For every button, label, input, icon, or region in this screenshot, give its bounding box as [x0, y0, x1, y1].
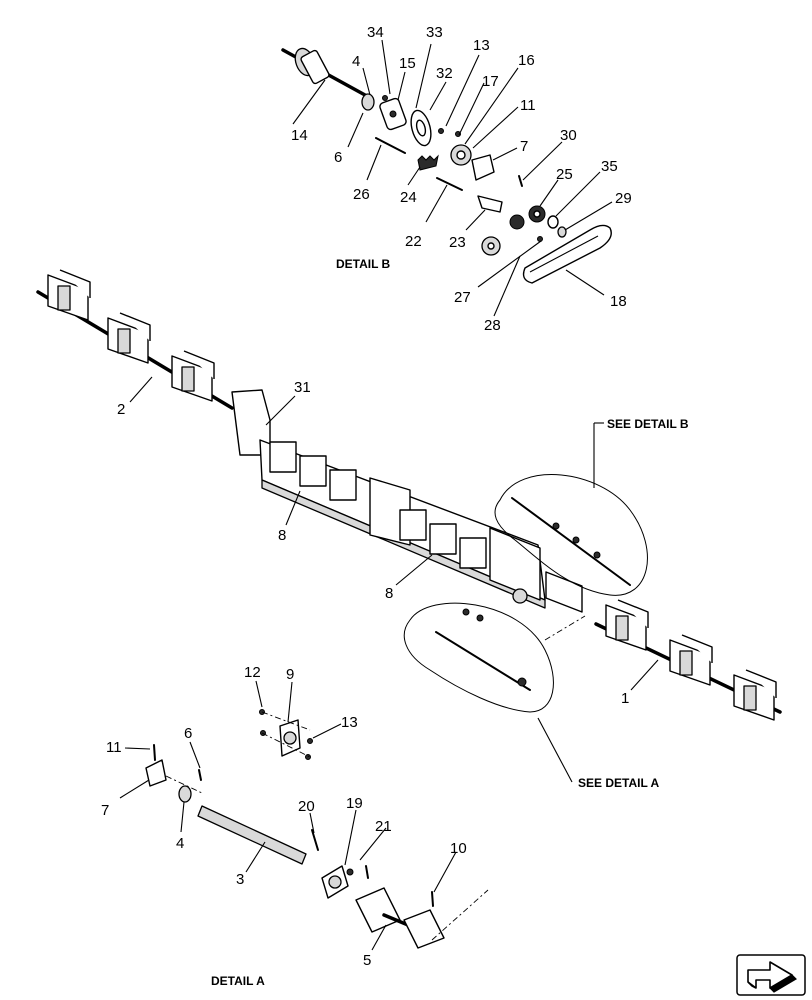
callout-31: 31 [294, 379, 311, 396]
callout-7: 7 [520, 138, 528, 155]
detail-b-leaders [292, 39, 613, 317]
frame-body [231, 389, 583, 613]
callout-12: 12 [244, 664, 261, 681]
detail-b-bubble [494, 474, 648, 596]
see-detail-b-label: SEE DETAIL B [607, 417, 689, 431]
callout-15: 15 [399, 55, 416, 72]
callout-7-detail-a: 7 [101, 802, 109, 819]
callout-20: 20 [298, 798, 315, 815]
callout-19: 19 [346, 795, 363, 812]
callout-35: 35 [601, 158, 618, 175]
tine-bracket-left [47, 269, 215, 402]
callout-11-detail-a: 11 [106, 739, 122, 756]
detail-a-leaders [119, 680, 457, 951]
callout-33: 33 [426, 24, 443, 41]
callout-16: 16 [518, 52, 535, 69]
callout-18: 18 [610, 293, 627, 310]
callout-32: 32 [436, 65, 453, 82]
callout-27: 27 [454, 289, 471, 306]
callout-8-lower: 8 [385, 585, 393, 602]
detail-a-bubble [403, 602, 554, 713]
callout-24: 24 [400, 189, 417, 206]
callout-21: 21 [375, 818, 392, 835]
callout-17: 17 [482, 73, 499, 90]
main-leaders [129, 376, 659, 783]
callout-3: 3 [236, 871, 244, 888]
callout-10: 10 [450, 840, 467, 857]
callout-30: 30 [560, 127, 577, 144]
callout-numbers: 34 33 13 4 15 16 32 17 11 14 30 7 6 35 2… [101, 24, 632, 969]
callout-23: 23 [449, 234, 466, 251]
callout-9: 9 [286, 666, 294, 683]
main-assembly [36, 269, 782, 721]
callout-22: 22 [405, 233, 422, 250]
callout-6-detail-a: 6 [184, 725, 192, 742]
callout-28: 28 [484, 317, 501, 334]
callout-1: 1 [621, 690, 629, 707]
callout-2: 2 [117, 401, 125, 418]
detail-a-caption: DETAIL A [211, 974, 265, 988]
callout-8-upper: 8 [278, 527, 286, 544]
callout-11: 11 [520, 97, 536, 114]
see-detail-a-label: SEE DETAIL A [578, 776, 659, 790]
callout-6: 6 [334, 149, 342, 166]
callout-13: 13 [473, 37, 490, 54]
callout-34: 34 [367, 24, 384, 41]
forward-arrow-icon [747, 961, 797, 993]
callout-14: 14 [291, 127, 308, 144]
tine-bracket-right [605, 599, 777, 721]
callout-26: 26 [353, 186, 370, 203]
next-page-button[interactable] [736, 954, 806, 996]
detail-b-assembly [281, 47, 612, 284]
detail-bubbles [403, 474, 648, 713]
callout-25: 25 [556, 166, 573, 183]
callout-4-detail-a: 4 [176, 835, 184, 852]
captions: DETAIL B SEE DETAIL B SEE DETAIL A DETAI… [211, 257, 689, 988]
callout-5: 5 [363, 952, 371, 969]
callout-29: 29 [615, 190, 632, 207]
callout-4: 4 [352, 53, 360, 70]
detail-a-assembly [145, 709, 489, 949]
callout-13-detail-a: 13 [341, 714, 358, 731]
detail-b-caption: DETAIL B [336, 257, 391, 271]
